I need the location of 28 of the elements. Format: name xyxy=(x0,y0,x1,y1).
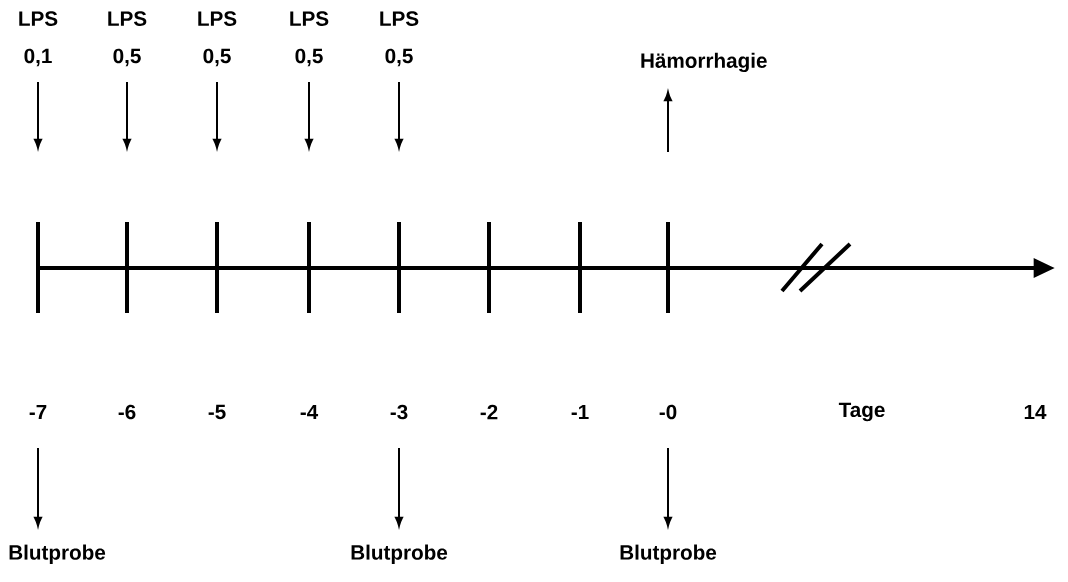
dose-label: LPS 0,5 xyxy=(290,11,329,67)
sample-label: Blutprobe xyxy=(9,544,106,564)
event-label: Hämorrhagie xyxy=(641,52,767,73)
arrow xyxy=(664,447,672,527)
arrow xyxy=(34,81,42,149)
tick-label: -5 xyxy=(208,404,226,420)
tick-label: -4 xyxy=(300,404,319,420)
arrow xyxy=(395,447,403,527)
arrow xyxy=(395,81,403,149)
arrow xyxy=(664,91,672,153)
arrow xyxy=(34,447,42,527)
tick-label: -2 xyxy=(480,404,498,420)
tick-label: -7 xyxy=(29,404,47,420)
tick-label: -1 xyxy=(571,404,589,420)
tick-label: -3 xyxy=(390,404,408,420)
dose-label: LPS 0,5 xyxy=(198,11,237,67)
arrow xyxy=(123,81,131,149)
arrow xyxy=(213,81,221,149)
dose-label: LPS 0,5 xyxy=(108,11,147,67)
tick-label: -0 xyxy=(659,404,677,420)
tick-label: 14 xyxy=(1024,404,1047,420)
tick-label: Tage xyxy=(838,402,885,422)
sample-label: Blutprobe xyxy=(351,544,448,564)
sample-label: Blutprobe xyxy=(620,544,717,564)
dose-label: LPS 0,1 xyxy=(19,11,58,67)
arrow xyxy=(305,81,313,149)
dose-label: LPS 0,5 xyxy=(380,11,419,67)
tick-label: -6 xyxy=(118,404,136,420)
